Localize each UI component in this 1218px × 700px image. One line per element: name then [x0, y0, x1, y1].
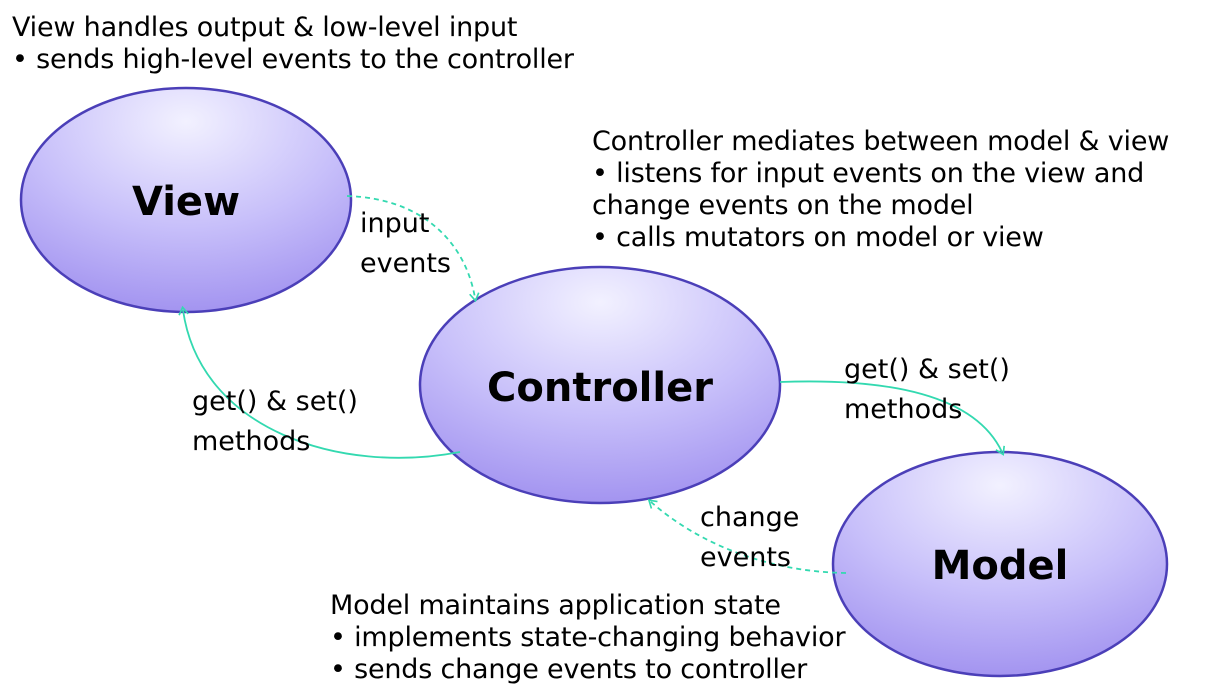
model-annotation: Model maintains application state • impl…: [330, 590, 846, 686]
model-node-label: Model: [931, 543, 1069, 589]
edge-controller-to-view: [178, 305, 461, 459]
model-annotation-bullet: • implements state-changing behavior: [330, 622, 846, 653]
edge-label-input-events: input events: [360, 204, 451, 284]
controller-annotation-heading: Controller mediates between model & view: [592, 126, 1170, 157]
view-node-label: View: [131, 179, 241, 225]
controller-annotation-bullet: change events on the model: [592, 190, 974, 221]
edge-label-line: events: [360, 248, 451, 279]
edge-label-line: events: [700, 542, 791, 573]
view-annotation-bullet: • sends high-level events to the control…: [12, 44, 574, 75]
edge-label-line: change: [700, 502, 800, 533]
edge-label-controller-to-view: get() & set() methods: [192, 382, 358, 462]
edge-controller-to-model: [779, 380, 1005, 456]
controller-annotation-bullet: • listens for input events on the view a…: [592, 158, 1145, 189]
edge-label-line: get() & set(): [192, 386, 358, 417]
edge-label-line: get() & set(): [844, 354, 1010, 385]
controller-node[interactable]: [418, 265, 782, 505]
edge-label-line: methods: [844, 394, 963, 425]
model-annotation-bullet: • sends change events to controller: [330, 654, 808, 685]
controller-annotation-bullet: • calls mutators on model or view: [592, 222, 1044, 253]
controller-node-label: Controller: [487, 365, 713, 411]
edge-model-to-controller: [647, 499, 847, 574]
model-annotation-heading: Model maintains application state: [330, 590, 781, 621]
edge-label-controller-to-model: get() & set() methods: [844, 350, 1010, 430]
view-annotation: View handles output & low-level input • …: [12, 12, 574, 76]
view-annotation-heading: View handles output & low-level input: [12, 12, 518, 43]
controller-annotation: Controller mediates between model & view…: [592, 126, 1169, 254]
edge-label-line: input: [360, 208, 430, 239]
edge-view-to-controller: [346, 195, 480, 303]
edge-label-line: methods: [192, 426, 311, 457]
edge-label-change-events: change events: [700, 498, 799, 578]
